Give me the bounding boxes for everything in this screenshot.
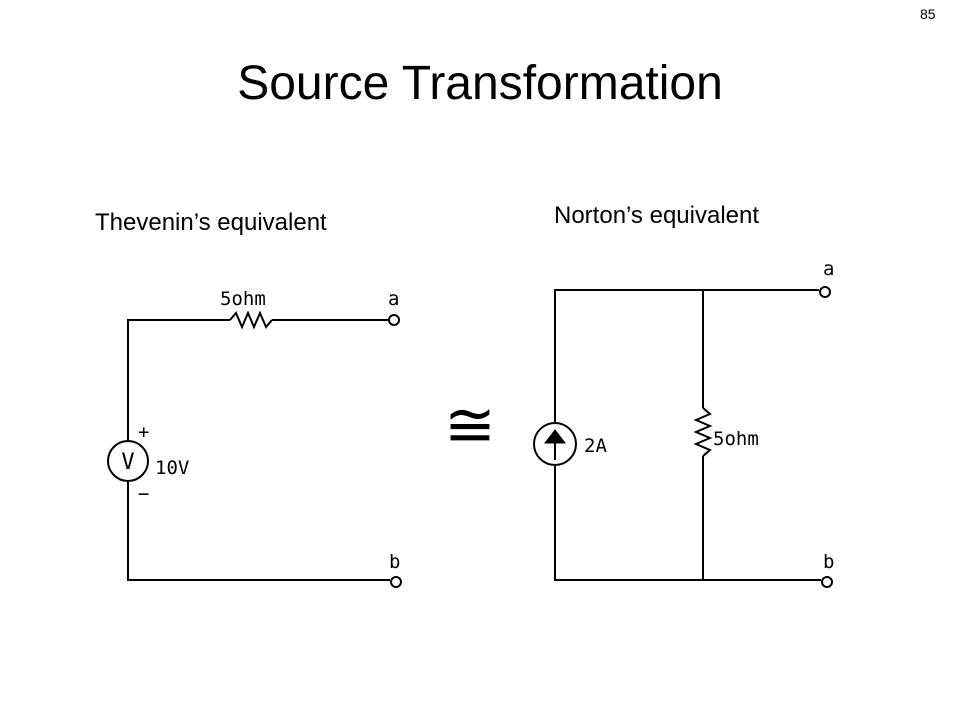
- thevenin-terminal-b: [390, 576, 402, 588]
- current-source-symbol: [533, 422, 577, 466]
- equivalence-symbol: ≅: [444, 388, 496, 461]
- thevenin-top-wire-left: [127, 319, 230, 440]
- thevenin-terminal-b-label: b: [389, 551, 400, 573]
- plus-sign: +: [138, 421, 149, 443]
- voltage-source-symbol: [107, 440, 149, 482]
- thevenin-circuit: V + − 10V 5ohm a b: [107, 288, 402, 588]
- norton-circuit: 2A 5ohm a b: [533, 258, 834, 588]
- page-number: 85: [920, 6, 936, 22]
- norton-terminal-b-label: b: [823, 551, 834, 573]
- norton-terminal-a-label: a: [823, 258, 834, 280]
- thevenin-terminal-a-label: a: [388, 288, 399, 310]
- thevenin-bottom-wire: [127, 482, 390, 581]
- norton-left-wire-top: [554, 289, 819, 422]
- thevenin-resistor-label: 5ohm: [220, 288, 266, 310]
- current-arrow-icon: [543, 429, 567, 444]
- norton-terminal-a: [819, 286, 831, 298]
- norton-heading: Norton’s equivalent: [554, 202, 760, 229]
- norton-resistor-symbol: [693, 407, 713, 457]
- voltage-source-letter: V: [121, 450, 134, 475]
- minus-sign: −: [138, 483, 149, 505]
- norton-resistor-label: 5ohm: [713, 428, 759, 450]
- thevenin-heading: Thevenin’s equivalent: [95, 209, 327, 236]
- current-value-label: 2A: [584, 435, 607, 457]
- norton-left-wire-bottom: [554, 466, 821, 581]
- voltage-value-label: 10V: [155, 457, 189, 479]
- norton-terminal-b: [821, 576, 833, 588]
- slide-title: Source Transformation: [237, 57, 723, 110]
- thevenin-terminal-a: [388, 314, 400, 326]
- thevenin-resistor-symbol: [229, 310, 273, 330]
